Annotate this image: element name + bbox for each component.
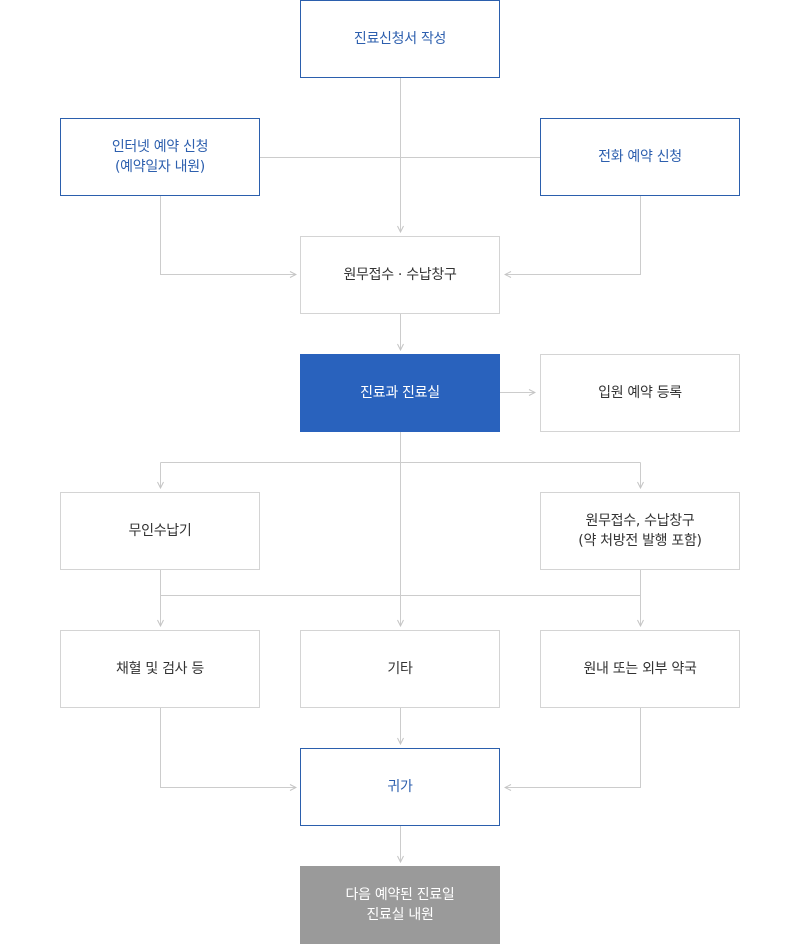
next-line-1: 다음 예약된 진료일 (345, 887, 455, 903)
admission-line-1: 입원 예약 등록 (598, 385, 682, 401)
clinic-line-1: 진료과 진료실 (360, 385, 440, 401)
test-line-1: 채혈 및 검사 등 (116, 661, 204, 677)
home-node: 귀가 (300, 748, 500, 826)
home-line-1: 귀가 (387, 779, 413, 795)
connector-test-home (160, 707, 297, 788)
request-line-1: 진료신청서 작성 (353, 31, 447, 47)
test-node: 채혈 및 검사 등 (60, 630, 260, 708)
phone-line-1: 전화 예약 신청 (598, 149, 682, 165)
internet-line-2: (예약일자 내원) (115, 159, 205, 175)
clinic-node: 진료과 진료실 (300, 354, 500, 432)
internet-line-1: 인터넷 예약 신청 (111, 139, 209, 155)
reception-line-1: 원무접수 · 수납창구 (343, 267, 457, 283)
pharmacy-line-1: 원내 또는 외부 약국 (583, 661, 697, 677)
admission-node: 입원 예약 등록 (540, 354, 740, 432)
connector-internet-reception (160, 195, 297, 275)
phone-reservation-node: 전화 예약 신청 (540, 118, 740, 196)
payment-line-1: 원무접수, 수납창구 (585, 513, 695, 529)
etc-node: 기타 (300, 630, 500, 708)
reception-node: 원무접수 · 수납창구 (300, 236, 500, 314)
connector-phone-reception (505, 195, 641, 275)
etc-line-1: 기타 (387, 661, 413, 677)
payment-node: 원무접수, 수납창구 (약 처방전 발행 포함) (540, 492, 740, 570)
connector-pharmacy-home (505, 707, 641, 788)
payment-line-2: (약 처방전 발행 포함) (578, 533, 702, 549)
kiosk-line-1: 무인수납기 (128, 523, 192, 539)
next-line-2: 진료실 내원 (366, 907, 434, 923)
internet-reservation-node: 인터넷 예약 신청 (예약일자 내원) (60, 118, 260, 196)
pharmacy-node: 원내 또는 외부 약국 (540, 630, 740, 708)
kiosk-node: 무인수납기 (60, 492, 260, 570)
request-form-node: 진료신청서 작성 (300, 0, 500, 78)
